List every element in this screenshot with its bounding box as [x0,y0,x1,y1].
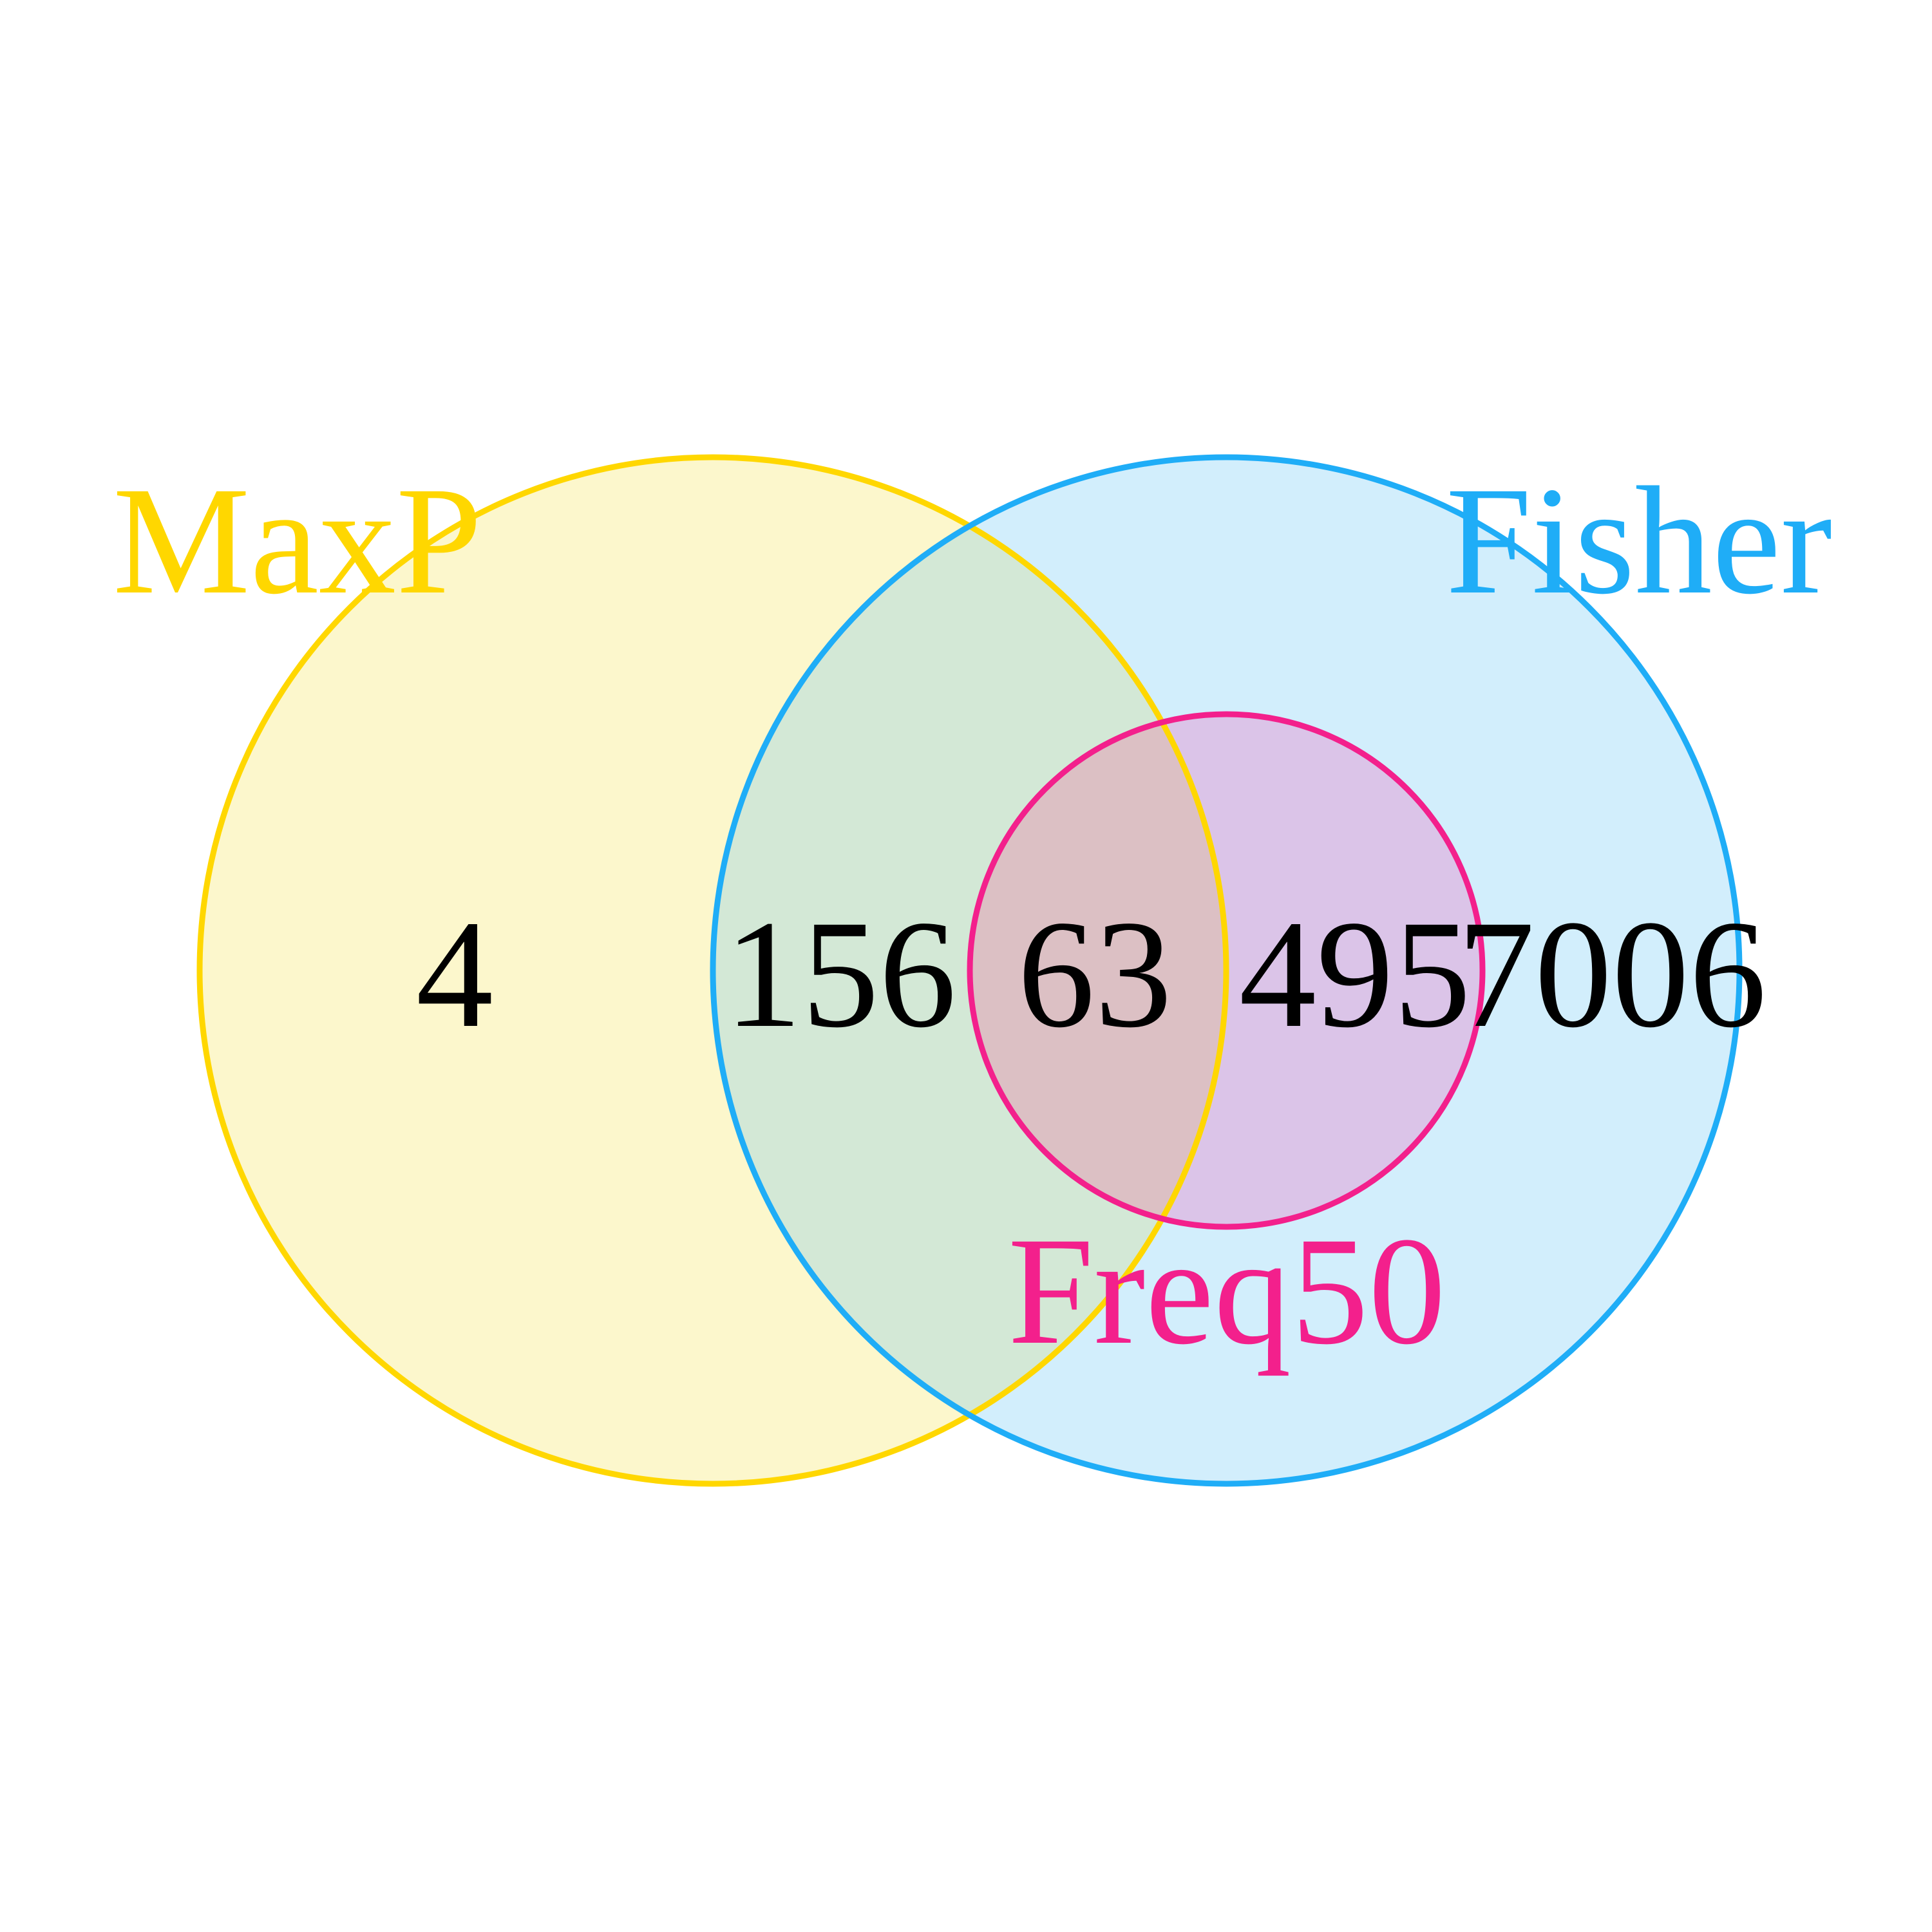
maxp-label: MaxP [113,455,482,626]
count-fisher-freq50: 495 [1239,888,1471,1059]
maxp-circle [196,454,1229,1487]
count-maxp-only: 4 [416,888,493,1059]
count-maxp-fisher: 156 [724,888,956,1059]
fisher-label: Fisher [1446,455,1832,626]
fisher-circle [710,454,1743,1487]
maxp-fisher-overlap-fill [713,457,1226,1484]
freq50-label: Freq50 [1008,1205,1446,1376]
count-fisher-only: 7006 [1457,888,1766,1059]
count-maxp-fisher-freq50: 63 [1018,888,1172,1059]
freq50-circle [967,711,1486,1230]
